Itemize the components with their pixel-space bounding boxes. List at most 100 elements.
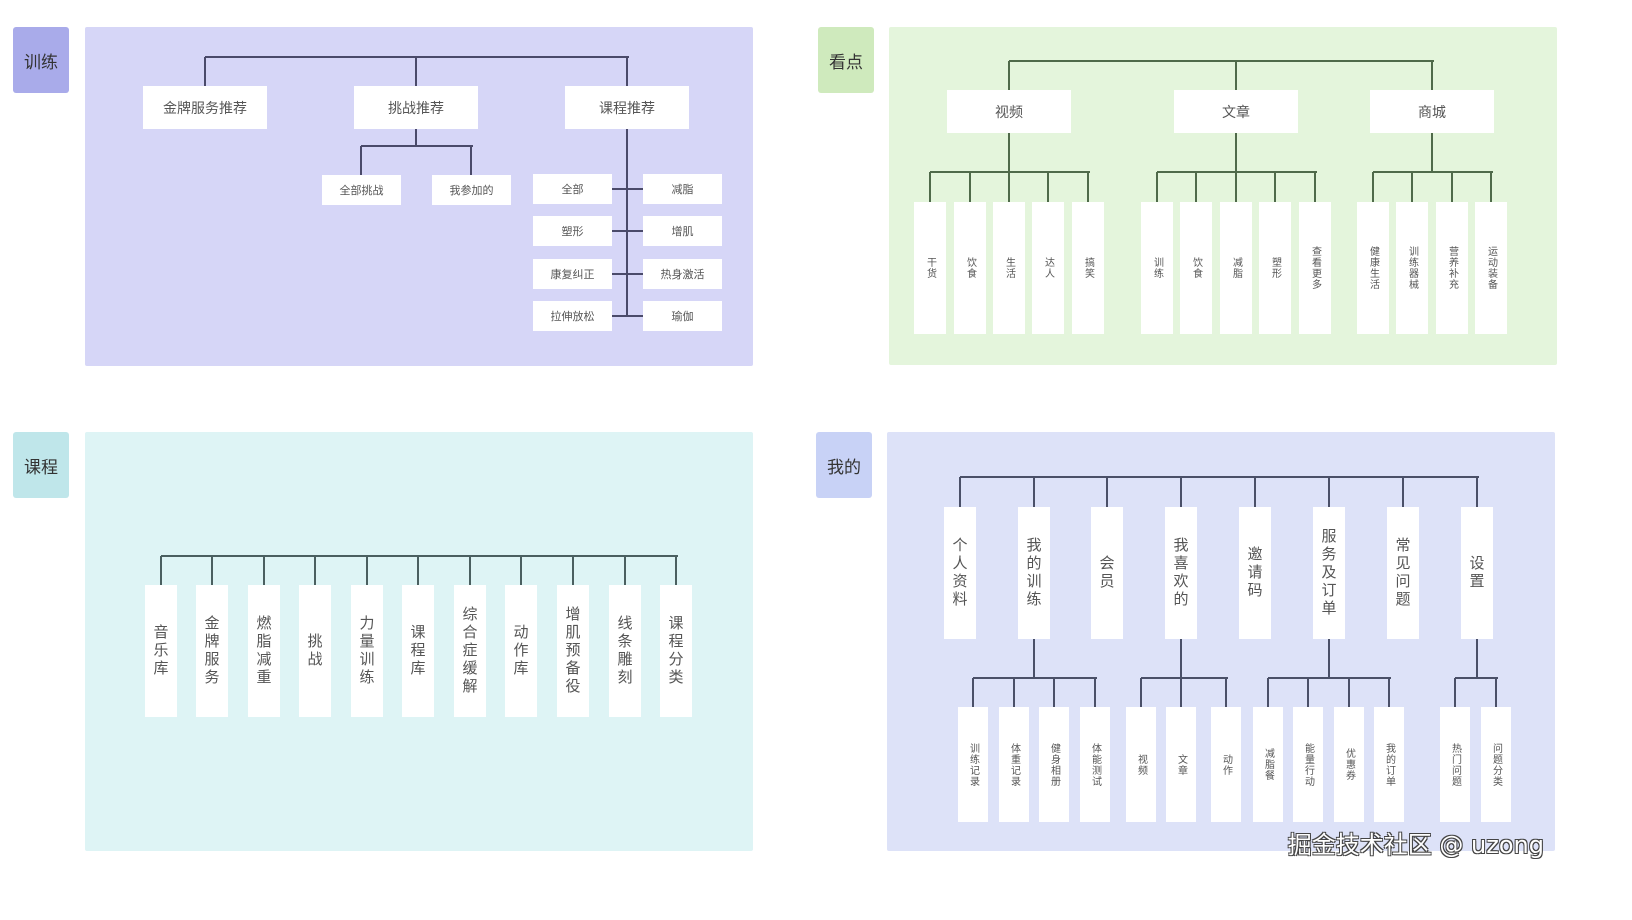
node-mine-3-2[interactable]: 动作 xyxy=(1211,707,1241,822)
node-mine-1-2[interactable]: 健身相册 xyxy=(1039,707,1069,822)
node-mine-1[interactable]: 我的训练 xyxy=(1018,507,1050,639)
connector-line xyxy=(469,556,471,585)
connector-line xyxy=(366,556,368,585)
node-kandian-0-0[interactable]: 干货 xyxy=(914,202,946,334)
connector-line xyxy=(1495,678,1497,707)
node-course-0[interactable]: 音乐库 xyxy=(145,585,177,717)
node-course-2[interactable]: 燃脂减重 xyxy=(248,585,280,717)
node-mine-7[interactable]: 设置 xyxy=(1461,507,1493,639)
node-mine-1-1[interactable]: 体重记录 xyxy=(999,707,1029,822)
node-kandian-1[interactable]: 文章 xyxy=(1174,90,1298,133)
node-course-rec-1[interactable]: 减脂 xyxy=(643,174,722,204)
node-mine-4[interactable]: 邀请码 xyxy=(1239,507,1271,639)
node-kandian-0-4[interactable]: 搞笑 xyxy=(1072,202,1104,334)
node-course-1[interactable]: 金牌服务 xyxy=(196,585,228,717)
node-kandian-1-4[interactable]: 查看更多 xyxy=(1299,202,1331,334)
connector-line xyxy=(612,273,645,275)
node-training-2[interactable]: 课程推荐 xyxy=(565,86,689,129)
node-mine-5[interactable]: 服务及订单 xyxy=(1313,507,1345,639)
node-course-rec-2[interactable]: 塑形 xyxy=(533,216,612,246)
node-course-rec-5[interactable]: 热身激活 xyxy=(643,259,722,289)
node-course-3[interactable]: 挑战 xyxy=(299,585,331,717)
connector-line xyxy=(930,171,1090,173)
node-mine-7-0[interactable]: 热门问题 xyxy=(1440,707,1470,822)
connector-line xyxy=(1180,477,1182,507)
node-challenge-0[interactable]: 全部挑战 xyxy=(322,175,401,205)
node-course-10[interactable]: 课程分类 xyxy=(660,585,692,717)
connector-line xyxy=(675,556,677,585)
node-course-rec-3[interactable]: 增肌 xyxy=(643,216,722,246)
node-kandian-0-3[interactable]: 达人 xyxy=(1032,202,1064,334)
connector-line xyxy=(929,172,931,202)
node-kandian-0-1[interactable]: 饮食 xyxy=(954,202,986,334)
node-mine-0[interactable]: 个人资料 xyxy=(944,507,976,639)
connector-line xyxy=(1008,172,1010,202)
node-mine-7-1[interactable]: 问题分类 xyxy=(1481,707,1511,822)
node-kandian-2[interactable]: 商城 xyxy=(1370,90,1494,133)
node-course-rec-7[interactable]: 瑜伽 xyxy=(643,301,722,331)
node-mine-2[interactable]: 会员 xyxy=(1091,507,1123,639)
connector-line xyxy=(1451,172,1453,202)
node-kandian-1-0[interactable]: 训练 xyxy=(1141,202,1173,334)
node-course-9[interactable]: 线条雕刻 xyxy=(609,585,641,717)
section-label-mine: 我的 xyxy=(816,432,872,498)
connector-line xyxy=(1431,133,1433,172)
node-kandian-2-1[interactable]: 训练器械 xyxy=(1396,202,1428,334)
node-kandian-2-2[interactable]: 营养补充 xyxy=(1436,202,1468,334)
node-kandian-1-1[interactable]: 饮食 xyxy=(1180,202,1212,334)
node-mine-5-2[interactable]: 优惠券 xyxy=(1334,707,1364,822)
connector-line xyxy=(624,556,626,585)
connector-line xyxy=(1476,639,1478,678)
connector-line xyxy=(211,556,213,585)
node-kandian-2-0[interactable]: 健康生活 xyxy=(1357,202,1389,334)
connector-line xyxy=(1053,678,1055,707)
node-course-rec-4[interactable]: 康复纠正 xyxy=(533,259,612,289)
node-mine-3[interactable]: 我喜欢的 xyxy=(1165,507,1197,639)
connector-line xyxy=(1141,677,1228,679)
node-mine-1-0[interactable]: 训练记录 xyxy=(958,707,988,822)
connector-line xyxy=(1254,477,1256,507)
connector-line xyxy=(1454,678,1456,707)
connector-line xyxy=(1411,172,1413,202)
connector-line xyxy=(1106,477,1108,507)
node-kandian-0[interactable]: 视频 xyxy=(947,90,1071,133)
connector-line xyxy=(1140,678,1142,707)
node-course-6[interactable]: 综合症缓解 xyxy=(454,585,486,717)
node-mine-5-0[interactable]: 减脂餐 xyxy=(1253,707,1283,822)
connector-line xyxy=(1033,639,1035,678)
node-training-1[interactable]: 挑战推荐 xyxy=(354,86,478,129)
connector-line xyxy=(417,556,419,585)
connector-line xyxy=(1267,678,1269,707)
connector-line xyxy=(1490,172,1492,202)
connector-line xyxy=(1388,678,1390,707)
node-mine-3-1[interactable]: 文章 xyxy=(1166,707,1196,822)
node-mine-1-3[interactable]: 体能测试 xyxy=(1080,707,1110,822)
connector-line xyxy=(973,677,1097,679)
node-challenge-1[interactable]: 我参加的 xyxy=(432,175,511,205)
node-kandian-0-2[interactable]: 生活 xyxy=(993,202,1025,334)
node-course-rec-0[interactable]: 全部 xyxy=(533,174,612,204)
node-mine-6[interactable]: 常见问题 xyxy=(1387,507,1419,639)
node-course-8[interactable]: 增肌预备役 xyxy=(557,585,589,717)
node-kandian-1-3[interactable]: 塑形 xyxy=(1259,202,1291,334)
node-mine-5-3[interactable]: 我的订单 xyxy=(1374,707,1404,822)
connector-line xyxy=(1225,678,1227,707)
node-training-0[interactable]: 金牌服务推荐 xyxy=(143,86,267,129)
connector-line xyxy=(1009,60,1434,62)
connector-line xyxy=(1180,639,1182,678)
connector-line xyxy=(205,56,629,58)
node-kandian-2-3[interactable]: 运动装备 xyxy=(1475,202,1507,334)
node-course-rec-6[interactable]: 拉伸放松 xyxy=(533,301,612,331)
connector-line xyxy=(1328,477,1330,507)
connector-line xyxy=(972,678,974,707)
connector-line xyxy=(1235,172,1237,202)
node-mine-5-1[interactable]: 能量行动 xyxy=(1293,707,1323,822)
connector-line xyxy=(1180,678,1182,707)
node-course-5[interactable]: 课程库 xyxy=(402,585,434,717)
connector-line xyxy=(1033,477,1035,507)
node-course-4[interactable]: 力量训练 xyxy=(351,585,383,717)
node-mine-3-0[interactable]: 视频 xyxy=(1126,707,1156,822)
node-kandian-1-2[interactable]: 减脂 xyxy=(1220,202,1252,334)
connector-line xyxy=(1431,61,1433,90)
node-course-7[interactable]: 动作库 xyxy=(505,585,537,717)
